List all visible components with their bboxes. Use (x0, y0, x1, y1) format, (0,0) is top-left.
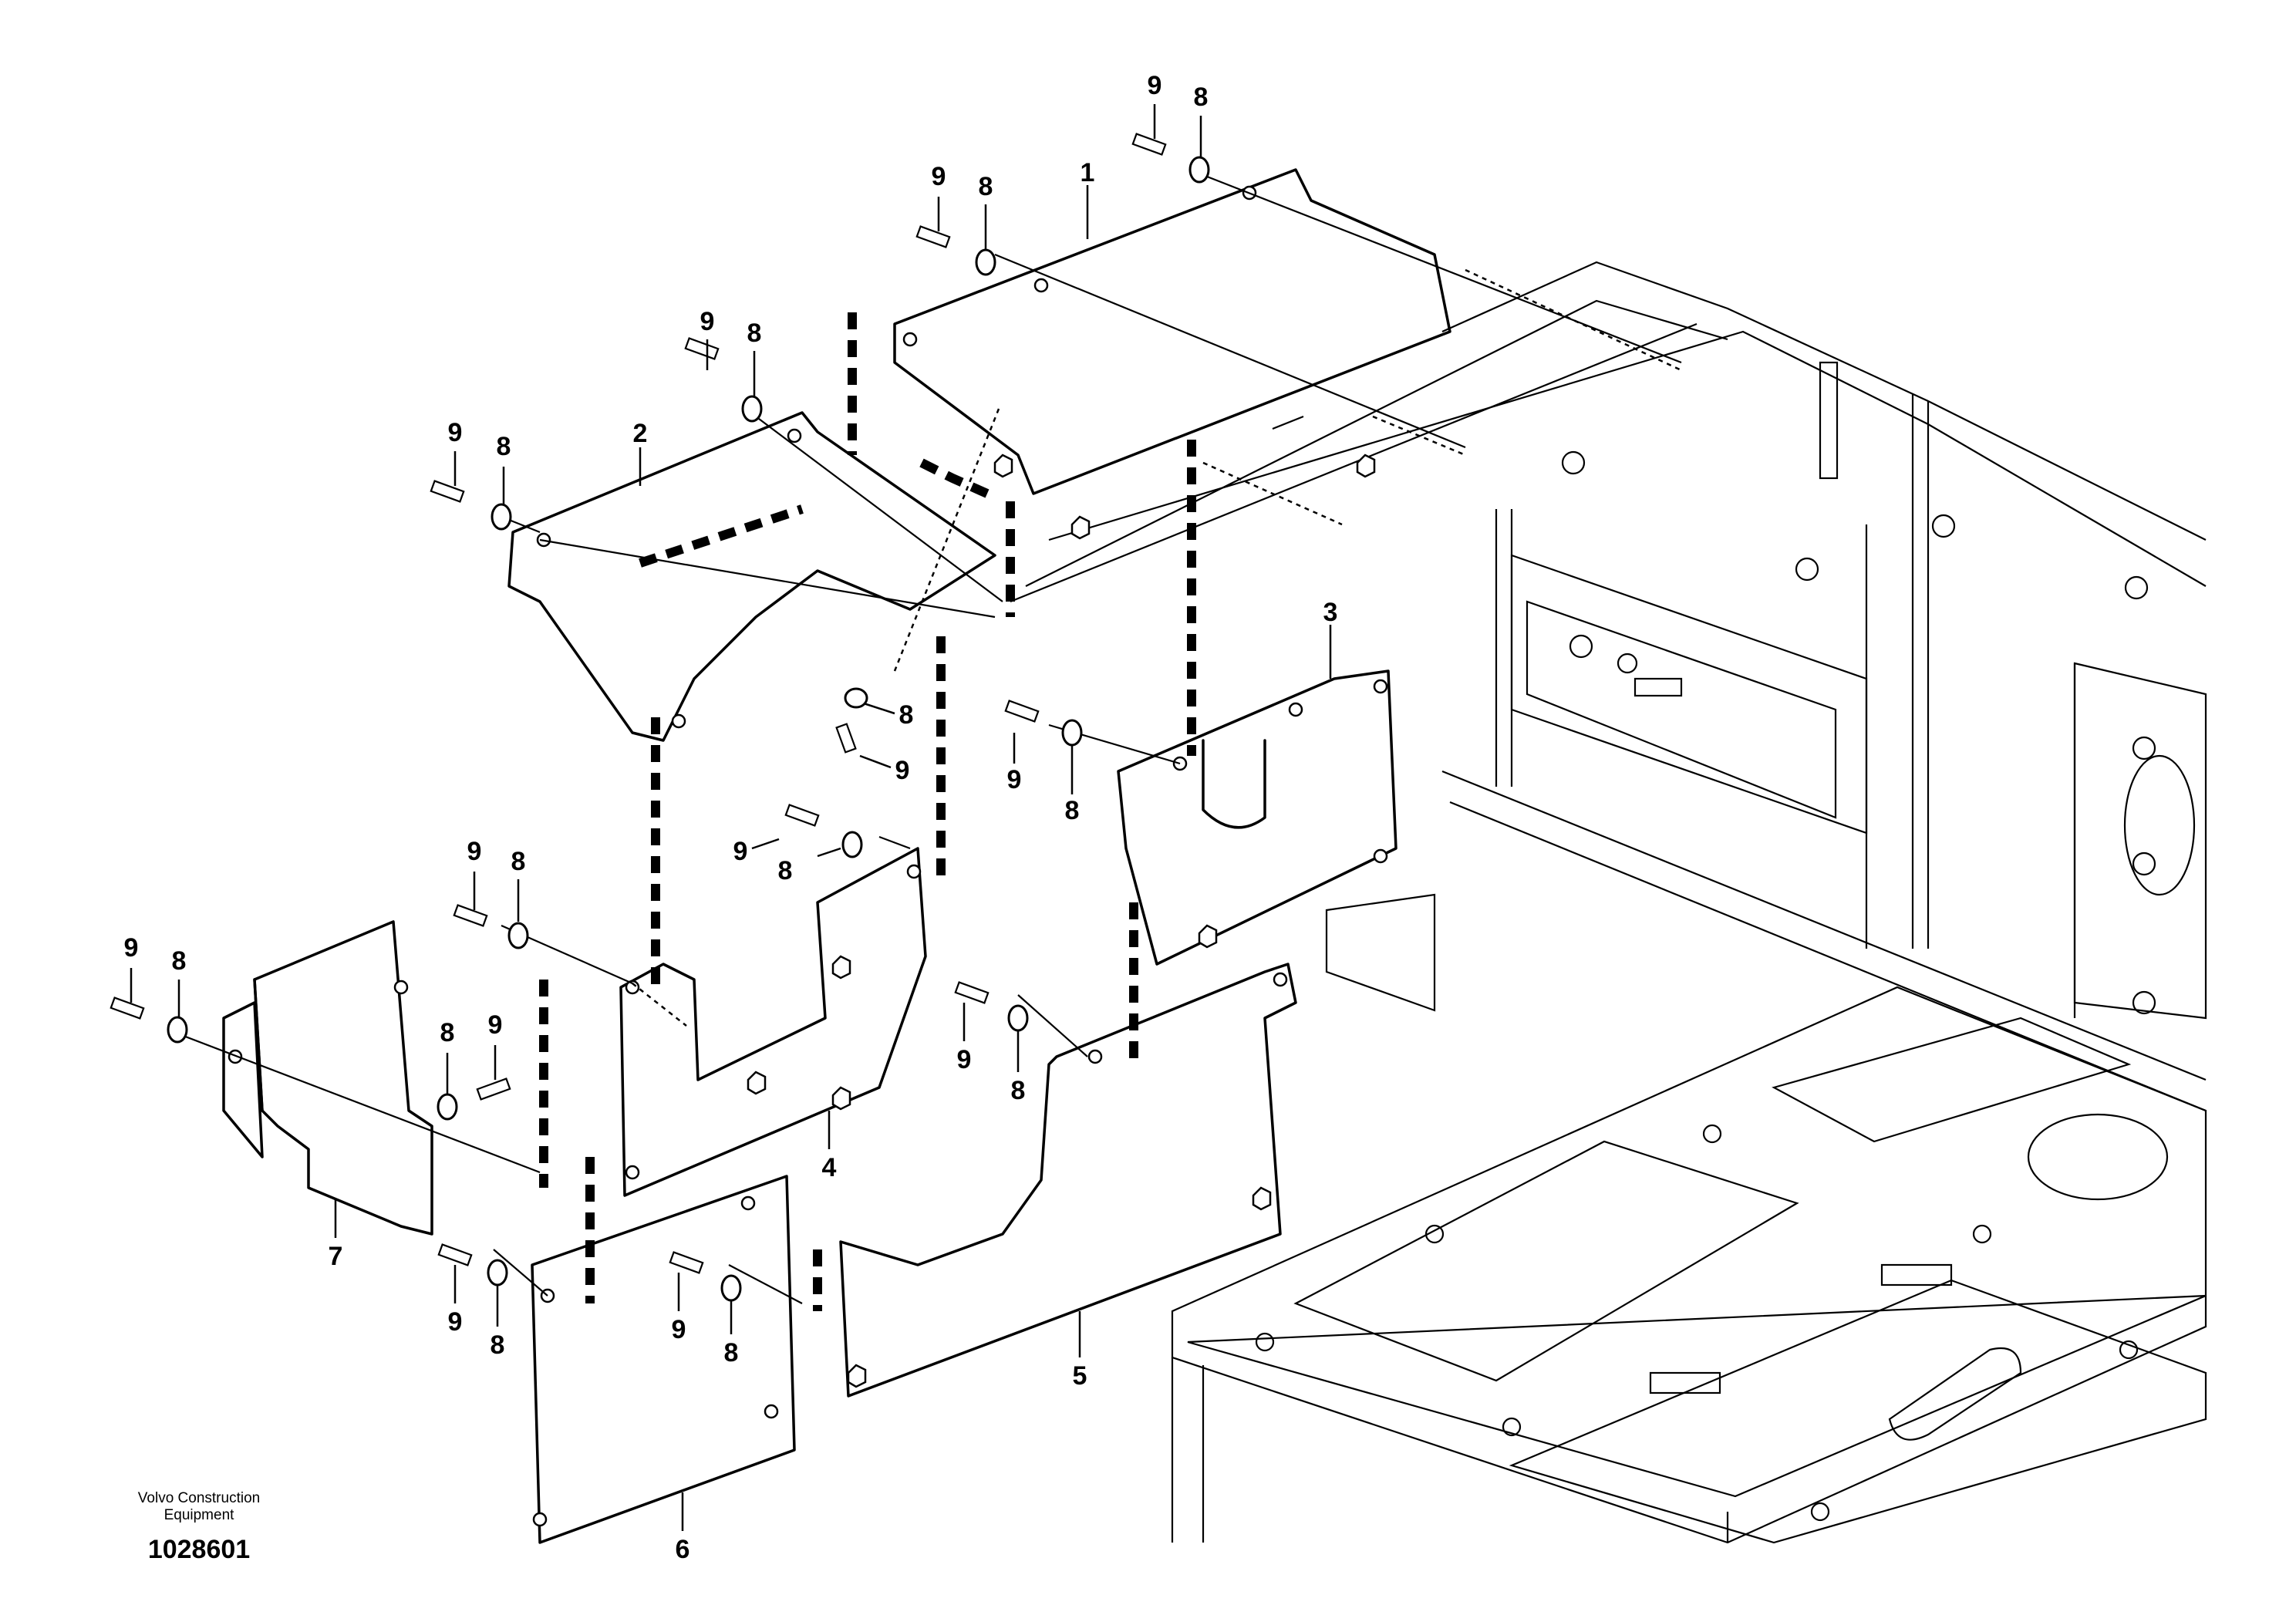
callout-washer: 8 (1065, 796, 1080, 825)
callout-washer: 8 (747, 319, 762, 348)
callout-screw: 9 (467, 837, 482, 866)
part-3-cover (1117, 669, 1397, 966)
callout-part-7: 7 (329, 1242, 343, 1271)
callout-screw: 9 (932, 162, 946, 191)
company-name-line-1: Volvo Construction (138, 1490, 260, 1506)
platform-bolts (1255, 1124, 2139, 1522)
callout-part-3: 3 (1323, 598, 1338, 627)
callout-screw: 9 (448, 418, 463, 447)
callout-washer: 8 (1194, 83, 1209, 112)
part-7-bracket (222, 920, 433, 1236)
company-name-line-2: Equipment (164, 1507, 235, 1523)
part-5-panel (839, 963, 1297, 1398)
callout-screw: 9 (488, 1010, 503, 1040)
callout-washer: 8 (440, 1018, 455, 1047)
callout-part-2: 2 (633, 419, 648, 448)
callout-screw: 9 (895, 756, 910, 785)
callout-washer: 8 (1011, 1076, 1026, 1105)
part-1-cover (893, 168, 1451, 540)
drawing-number: 1028601 (148, 1535, 250, 1564)
part-4-bracket (619, 847, 927, 1197)
callout-part-4: 4 (822, 1153, 837, 1182)
callout-screw: 9 (733, 837, 748, 866)
callout-part-5: 5 (1073, 1361, 1087, 1391)
callout-washer: 8 (899, 700, 914, 730)
callout-washer: 8 (172, 946, 187, 976)
bolt-paths (177, 172, 1682, 1304)
callout-screw: 9 (1007, 765, 1022, 794)
callout-washer: 8 (491, 1330, 505, 1360)
callout-screw: 9 (700, 307, 715, 336)
fastener-callouts: 9 8 9 8 9 8 9 8 8 9 9 8 9 8 9 8 9 8 8 9 … (124, 71, 1209, 1367)
callout-screw: 9 (448, 1307, 463, 1337)
callout-screw: 9 (957, 1045, 972, 1074)
callout-screw: 9 (672, 1315, 686, 1344)
callout-screw: 9 (124, 933, 139, 963)
callout-part-1: 1 (1081, 158, 1095, 187)
callout-washer: 8 (511, 847, 526, 876)
machine-frame (1010, 261, 2207, 1112)
frame-bolts (1561, 450, 2156, 1015)
machine-platform (1171, 893, 2207, 1544)
callout-part-6: 6 (676, 1535, 690, 1564)
fasteners (110, 133, 1210, 1302)
callout-screw: 9 (1148, 71, 1162, 100)
leader-lines (130, 104, 1332, 1531)
callout-washer: 8 (724, 1338, 739, 1367)
part-6-panel (531, 1175, 796, 1544)
callout-washer: 8 (497, 432, 511, 461)
callout-washer: 8 (778, 856, 793, 885)
alignment-marks (539, 312, 1196, 1311)
callout-washer: 8 (979, 172, 993, 201)
